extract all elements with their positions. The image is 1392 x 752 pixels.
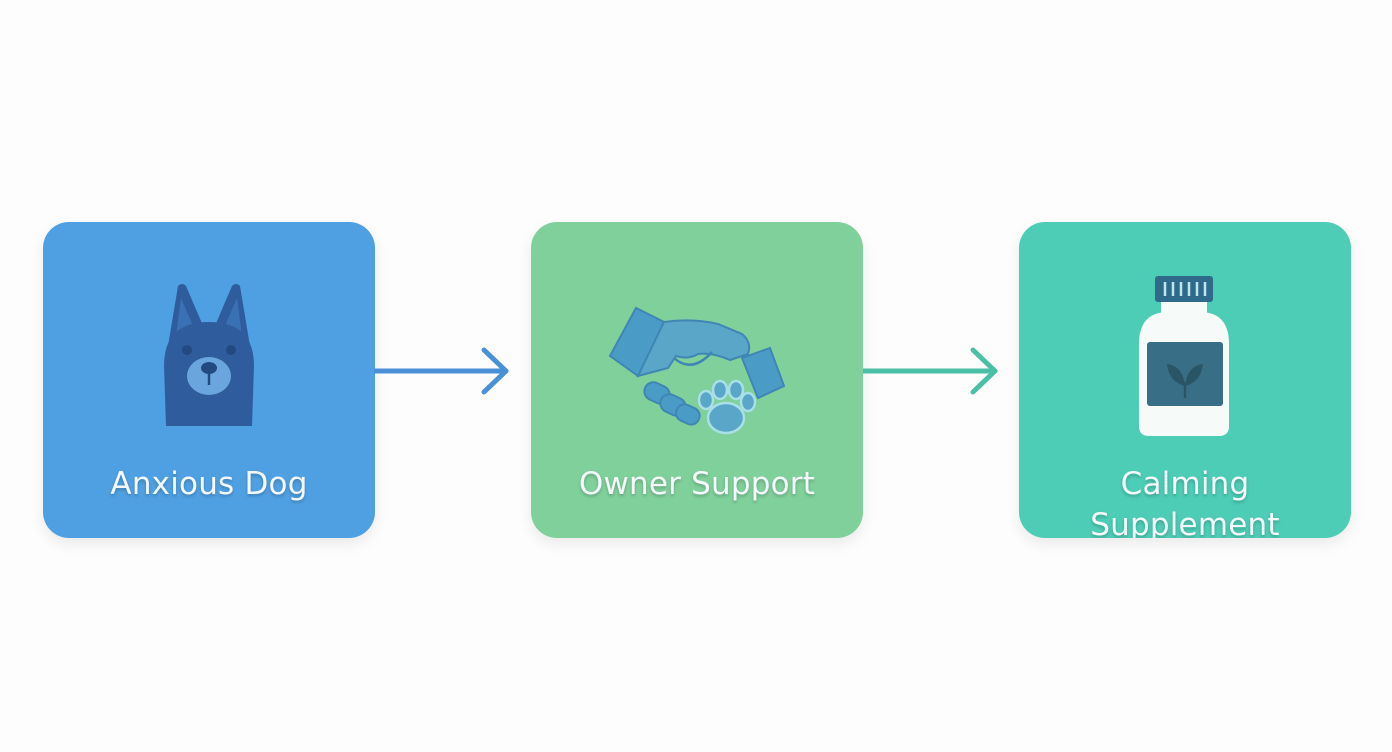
step-label: Anxious Dog [110,466,308,502]
step-label: Calming Supplement [1090,466,1280,538]
handshake-paw-icon [531,302,863,442]
arrow-right-icon [863,347,998,395]
step-card-owner-support: Owner Support [531,222,863,538]
arrow-right-icon [374,347,509,395]
supplement-bottle-icon [1019,274,1351,438]
step-label: Owner Support [578,466,816,502]
step-card-calming-supplement: Calming Supplement [1019,222,1351,538]
dog-face-icon [43,282,375,430]
step-card-anxious-dog: Anxious Dog [43,222,375,538]
